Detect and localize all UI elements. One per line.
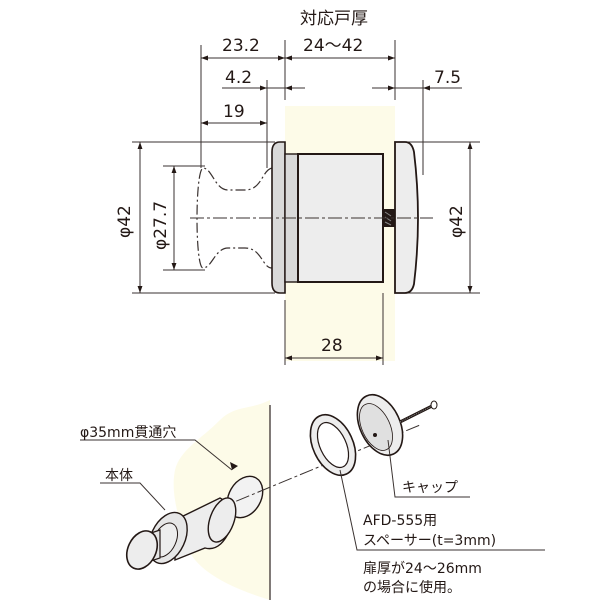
- spacer-ring: [309, 413, 357, 477]
- dim-outer-dia-right: φ42: [447, 205, 467, 238]
- body-3d: [125, 497, 237, 570]
- dim-knob-total: 23.2: [222, 36, 260, 56]
- label-cap: キャップ: [402, 480, 458, 496]
- dim-outer-dia-left: φ42: [115, 205, 135, 238]
- dim-knob-dia: φ27.7: [151, 201, 171, 250]
- label-spacer-desc: スペーサー(t=3mm): [363, 533, 496, 549]
- label-note-line1: 扉厚が24～26mm: [363, 561, 482, 577]
- dim-body-length: 28: [321, 336, 343, 356]
- dim-knob: 19: [223, 102, 245, 122]
- dim-door-thickness: 24～42: [303, 36, 363, 56]
- label-through-hole: φ35mm貫通穴: [80, 425, 176, 441]
- screw-3d: [399, 400, 438, 424]
- label-spacer-model: AFD-555用: [363, 513, 437, 529]
- label-note-line2: の場合に使用。: [363, 579, 461, 596]
- knob-ghost-outline: [196, 167, 273, 269]
- exploded-view: [80, 393, 545, 600]
- dim-flange: 4.2: [225, 68, 252, 88]
- section-drawing: [132, 40, 480, 365]
- cap-3d: [356, 393, 404, 457]
- dim-cap: 7.5: [434, 68, 461, 88]
- door-thickness-title: 対応戸厚: [300, 9, 368, 29]
- label-body: 本体: [105, 468, 133, 484]
